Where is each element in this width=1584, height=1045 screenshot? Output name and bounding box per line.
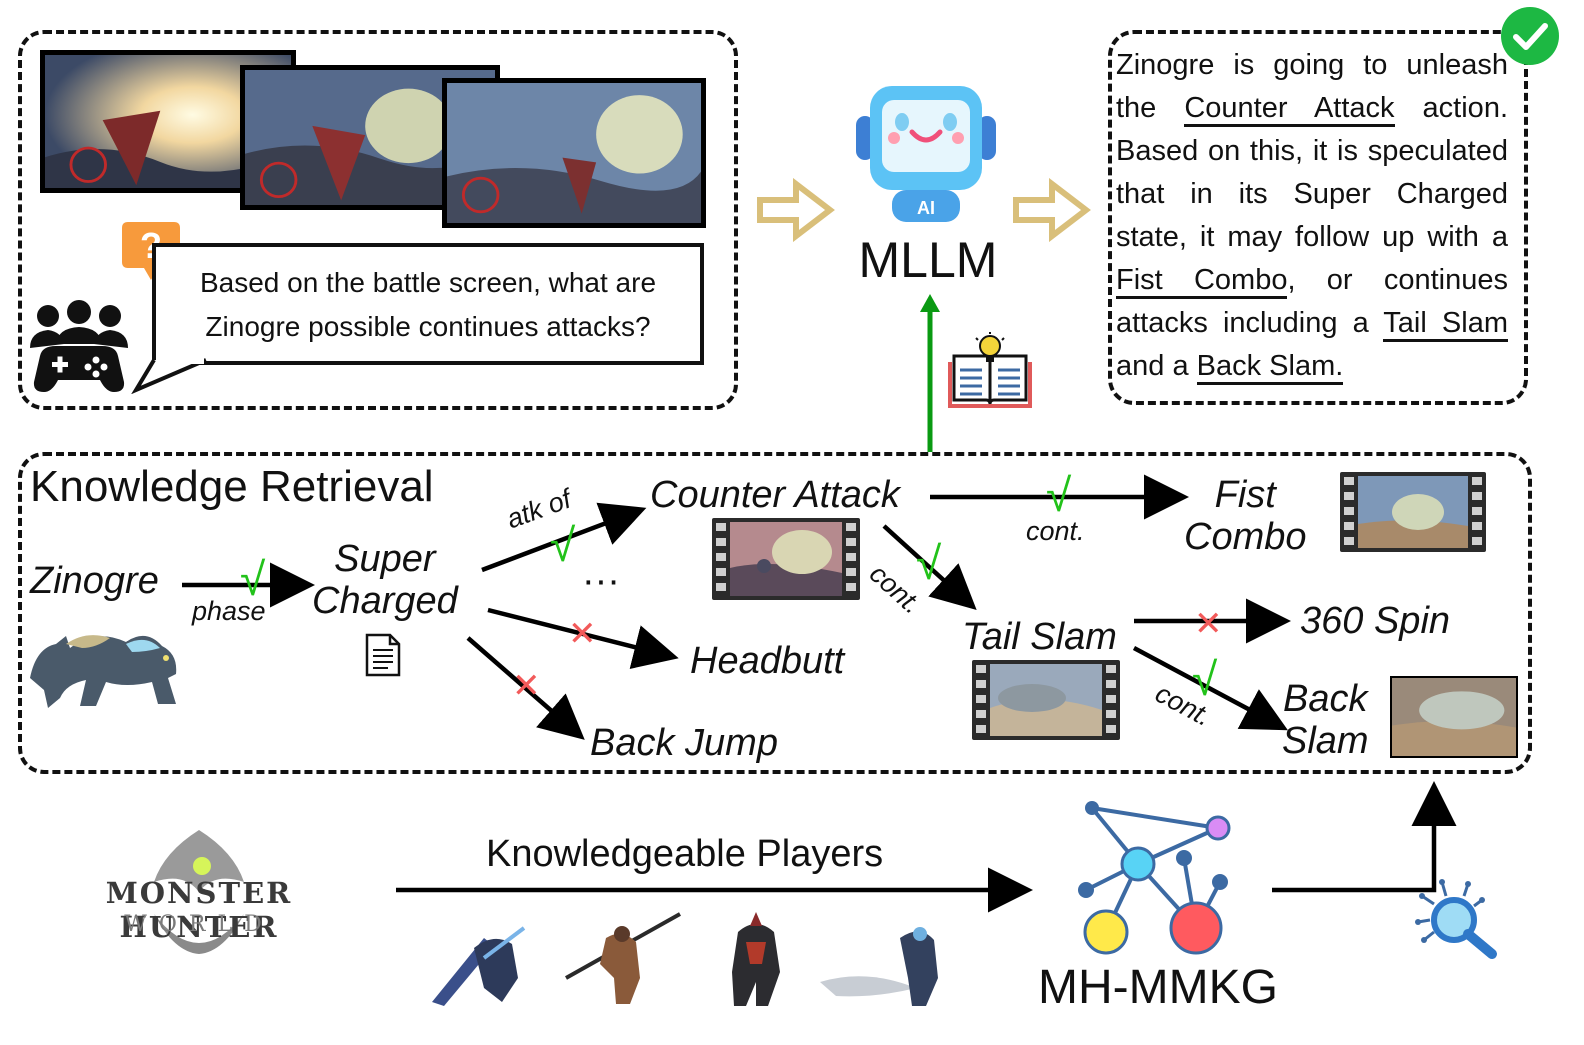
- node-super-charged-line1: Super: [334, 538, 436, 580]
- node-headbutt: Headbutt: [690, 640, 845, 682]
- check-mark: √: [240, 553, 266, 605]
- hollow-arrow-icon: [1013, 178, 1091, 242]
- question-text: Based on the battle screen, what are Zin…: [199, 267, 657, 342]
- book-idea-icon: [948, 332, 1032, 408]
- node-360-spin: 360 Spin: [1300, 600, 1451, 642]
- edge-label-phase: phase: [192, 596, 266, 626]
- search-icon: [1415, 879, 1497, 959]
- hollow-arrow-icon: [757, 178, 835, 242]
- film-strip-icon: [1340, 472, 1486, 552]
- node-back-slam-line1: Back: [1283, 678, 1368, 720]
- node-zinogre: Zinogre: [30, 560, 159, 602]
- answer-text: Zinogre is going to unleash the Counter …: [1116, 44, 1508, 388]
- check-mark: √: [916, 537, 942, 589]
- check-mark: √: [1046, 469, 1072, 521]
- hunter-figure-2: [565, 912, 681, 1004]
- success-check-icon: [1501, 7, 1559, 65]
- answer-part: action. Based on this, it is speculated …: [1116, 92, 1508, 253]
- node-back-slam-line2: Slam: [1282, 720, 1369, 762]
- answer-link-counter-attack: Counter Attack: [1184, 92, 1395, 127]
- question-bubble: Based on the battle screen, what are Zin…: [152, 243, 704, 365]
- question-panel: [18, 30, 738, 410]
- node-super-charged: Super Charged: [312, 538, 458, 622]
- game-logo: MONSTER HUNTER WORLD: [34, 822, 364, 972]
- film-strip-icon: [972, 660, 1120, 740]
- node-back-jump: Back Jump: [590, 722, 778, 764]
- mllm-label: MLLM: [858, 232, 998, 288]
- gamepad-group-icon: [30, 300, 128, 392]
- zinogre-image: [30, 635, 177, 708]
- cross-mark: ✕: [568, 615, 597, 653]
- game-logo-title: MONSTER HUNTER: [105, 876, 293, 944]
- film-strip-icon: [712, 518, 860, 600]
- retrieval-up-arrow: [920, 294, 940, 452]
- players-label: Knowledgeable Players: [486, 833, 884, 875]
- bubble-tail: [131, 358, 207, 394]
- node-fist-combo-line2: Combo: [1184, 516, 1307, 558]
- node-tail-slam: Tail Slam: [962, 616, 1117, 658]
- check-mark: √: [1192, 653, 1218, 705]
- node-super-charged-line2: Charged: [312, 580, 458, 622]
- node-fist-combo: Fist Combo: [1184, 474, 1307, 558]
- node-counter-attack: Counter Attack: [650, 474, 900, 516]
- answer-part: , or continues attacks including a: [1116, 264, 1508, 339]
- knowledge-retrieval-panel: [18, 452, 1532, 774]
- answer-part: Zinogre is going to unleash the: [1116, 49, 1508, 124]
- node-ellipsis: ···: [582, 560, 620, 602]
- back-slam-image: [1390, 676, 1518, 758]
- answer-panel: [1108, 30, 1528, 405]
- robot-icon: AI: [856, 86, 996, 222]
- edge-label-cont: cont.: [1026, 516, 1085, 546]
- game-logo-subtitle: WORLD: [124, 912, 274, 937]
- document-icon: [365, 633, 401, 677]
- answer-link-tail-slam: Tail Slam: [1383, 307, 1508, 342]
- answer-part: and a: [1116, 350, 1197, 382]
- kg-label: MH-MMKG: [1038, 961, 1278, 1014]
- answer-link-back-slam: Back Slam.: [1196, 350, 1344, 385]
- hunter-figure-3: [732, 912, 780, 1006]
- knowledge-graph-icon: [1078, 801, 1231, 955]
- hunter-figure-4: [820, 927, 938, 1006]
- cross-mark: ✕: [512, 667, 541, 705]
- node-fist-combo-line1: Fist: [1214, 474, 1276, 516]
- node-back-slam: Back Slam: [1282, 678, 1369, 762]
- battle-screenshot-3: [442, 78, 706, 228]
- answer-link-fist-combo: Fist Combo: [1116, 264, 1288, 299]
- hunter-figure-1: [432, 926, 526, 1006]
- svg-text:AI: AI: [917, 198, 935, 218]
- check-mark: √: [550, 519, 576, 571]
- knowledge-retrieval-title: Knowledge Retrieval: [30, 462, 434, 511]
- cross-mark: ✕: [1194, 605, 1223, 643]
